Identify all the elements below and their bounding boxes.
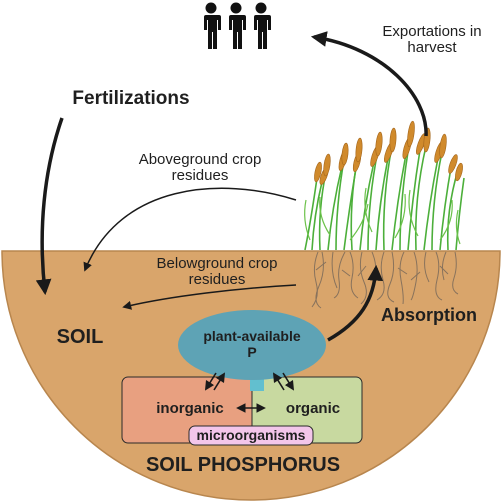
fertilizations-label: Fertilizations: [72, 88, 189, 109]
microorganisms-label: microorganisms: [197, 427, 306, 443]
plant-available-label-2: P: [247, 344, 256, 360]
absorption-label: Absorption: [381, 305, 477, 325]
inorganic-label: inorganic: [156, 400, 224, 417]
absorption-arrow: [327, 264, 384, 342]
aboveground-label-2: residues: [172, 167, 229, 184]
aboveground-residues-arrow: [83, 187, 297, 272]
soil-label: SOIL: [57, 326, 104, 348]
crop-ears: [314, 120, 463, 185]
wheat-crop-icon: [304, 120, 465, 309]
plant-available-pool: [178, 310, 326, 380]
aboveground-label: Aboveground crop: [139, 151, 262, 168]
belowground-label-2: residues: [189, 271, 246, 288]
crop-leaves: [304, 187, 461, 245]
pool-overlap: [250, 377, 264, 391]
exportations-label: Exportations in: [382, 23, 481, 40]
belowground-label: Belowground crop: [157, 255, 278, 272]
soil-phosphorus-label: SOIL PHOSPHORUS: [146, 454, 340, 476]
people-group-icon: [203, 2, 271, 49]
exportations-label-2: harvest: [407, 39, 457, 56]
belowground-residues-arrow: [122, 284, 297, 310]
exchange-arrows: [204, 372, 295, 413]
plant-available-label: plant-available: [203, 328, 300, 344]
exportations-arrow: [310, 31, 428, 137]
microorganisms-badge: [188, 425, 314, 446]
organic-label: organic: [286, 400, 340, 417]
fertilizations-arrow: [35, 117, 64, 296]
